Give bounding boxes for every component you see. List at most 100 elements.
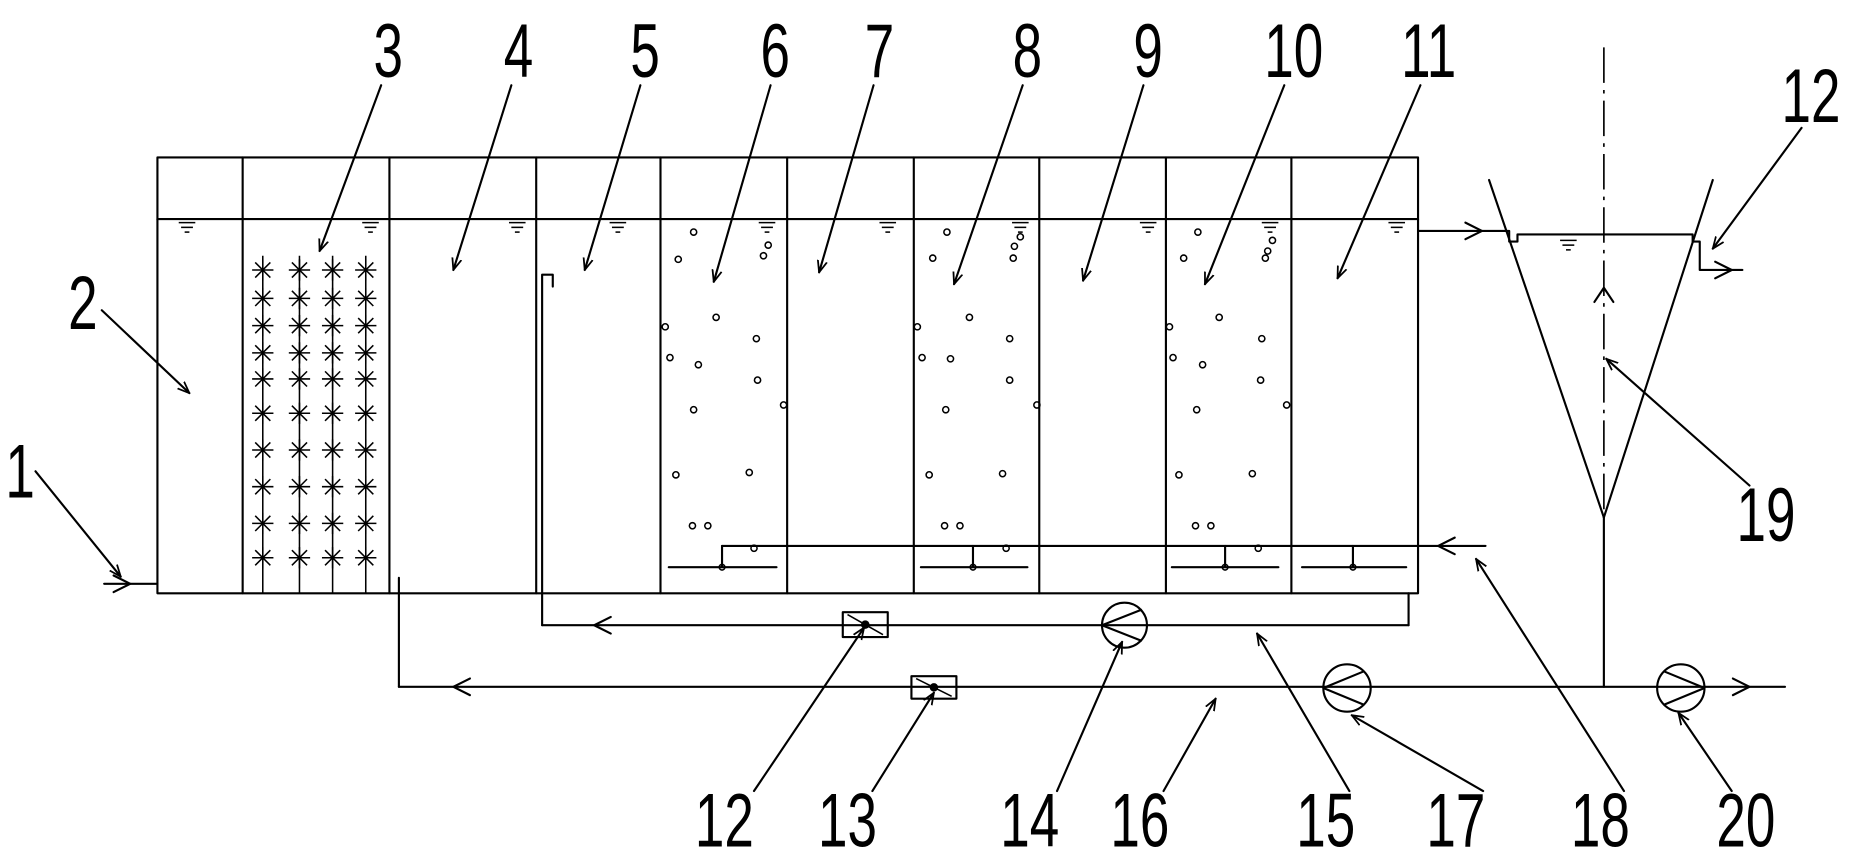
sludge-return-flow-arrow	[452, 677, 471, 697]
reaction-tank	[156, 156, 1577, 595]
bubble	[1005, 334, 1014, 343]
water-level-symbol	[758, 221, 776, 233]
leader-18	[1476, 559, 1626, 793]
leader-3	[320, 84, 383, 251]
diffuser	[1300, 544, 1408, 571]
packing-media	[252, 255, 377, 594]
media-asterisk	[355, 287, 377, 310]
asterisk-stroke	[254, 478, 271, 495]
asterisk-stroke	[357, 405, 374, 422]
media-asterisk	[321, 368, 344, 390]
leader-12-top	[1713, 126, 1803, 249]
media-asterisk	[355, 439, 377, 461]
leader-14	[1055, 642, 1124, 793]
leader-20	[1678, 713, 1733, 793]
leader-8	[954, 84, 1024, 284]
bubble	[752, 334, 761, 343]
water-level-symbol	[1560, 239, 1577, 251]
asterisk-stroke	[357, 370, 374, 388]
bubble	[1282, 401, 1291, 409]
bubble	[661, 322, 670, 331]
bubble	[941, 405, 950, 414]
bubble	[1194, 228, 1202, 236]
leader-4	[453, 84, 513, 270]
media-asterisk	[252, 342, 274, 364]
bubble	[1175, 471, 1183, 479]
recirculation-intake	[541, 273, 554, 627]
bubble	[1009, 254, 1018, 262]
settling-tank	[1416, 47, 1744, 519]
callout-12-top: 12	[1782, 54, 1841, 139]
media-asterisk	[321, 547, 344, 569]
callout-leaders	[34, 84, 1803, 793]
bubble	[940, 521, 949, 530]
asterisk-stroke	[324, 290, 341, 307]
asterisk-stroke	[291, 344, 308, 362]
media-asterisk	[288, 439, 311, 461]
callout-10: 10	[1264, 9, 1323, 94]
media-asterisk	[355, 512, 377, 535]
callout-18: 18	[1571, 778, 1630, 863]
asterisk-stroke	[324, 317, 341, 334]
media-asterisk	[252, 287, 274, 310]
asterisk-stroke	[357, 344, 374, 362]
leader-17	[1352, 715, 1485, 793]
bubble	[745, 468, 754, 477]
asterisk-stroke	[254, 290, 271, 307]
asterisk-stroke	[291, 261, 308, 279]
asterisk-stroke	[324, 515, 341, 532]
bubble	[946, 354, 955, 363]
bubble	[1257, 334, 1266, 343]
bubble	[965, 313, 974, 322]
media-asterisk	[288, 314, 311, 337]
air-supply-pipe	[667, 544, 1487, 571]
bubble	[943, 228, 951, 236]
bubble	[925, 471, 934, 479]
bubble	[1165, 322, 1174, 331]
media-asterisk	[288, 402, 311, 424]
media-asterisk	[321, 476, 344, 498]
callout-11: 11	[1401, 9, 1456, 94]
bubble	[1016, 232, 1025, 241]
bubble	[1169, 353, 1177, 362]
bubble	[913, 322, 922, 331]
diffuser-head	[1221, 563, 1229, 571]
leader-6	[714, 84, 772, 282]
leader-12-bottom	[752, 628, 864, 793]
leader-2	[100, 309, 190, 393]
diffuser-head	[718, 563, 726, 571]
callout-5: 5	[630, 9, 659, 94]
asterisk-stroke	[254, 317, 271, 334]
asterisk-stroke	[357, 515, 374, 532]
bubble	[1256, 376, 1265, 384]
media-asterisk	[321, 342, 344, 364]
effluent-to-settler	[1416, 229, 1744, 272]
aeration-bubbles	[661, 228, 1291, 553]
settler-wall-right	[1602, 178, 1714, 519]
callout-12-bottom: 12	[695, 778, 754, 863]
callout-15: 15	[1296, 778, 1355, 863]
bubble	[689, 228, 698, 236]
recirculation-pump	[1100, 601, 1149, 649]
media-asterisk	[252, 476, 274, 498]
bubble	[1207, 521, 1215, 530]
diffuser-head	[969, 563, 977, 571]
media-asterisk	[321, 402, 344, 424]
media-asterisk	[355, 402, 377, 424]
leader-13	[871, 693, 934, 793]
diffuser	[1170, 544, 1280, 571]
media-asterisk	[252, 547, 274, 569]
media-asterisk	[355, 547, 377, 569]
asterisk-stroke	[254, 405, 271, 422]
leader-1	[34, 470, 121, 576]
media-asterisk	[288, 476, 311, 498]
asterisk-stroke	[291, 478, 308, 495]
asterisk-stroke	[291, 405, 308, 422]
asterisk-stroke	[324, 478, 341, 495]
leader-19	[1606, 359, 1751, 487]
bubble	[1261, 254, 1270, 262]
diffuser	[667, 544, 778, 571]
bubble	[694, 360, 703, 369]
asterisk-stroke	[254, 370, 271, 388]
media-asterisk	[288, 342, 311, 364]
